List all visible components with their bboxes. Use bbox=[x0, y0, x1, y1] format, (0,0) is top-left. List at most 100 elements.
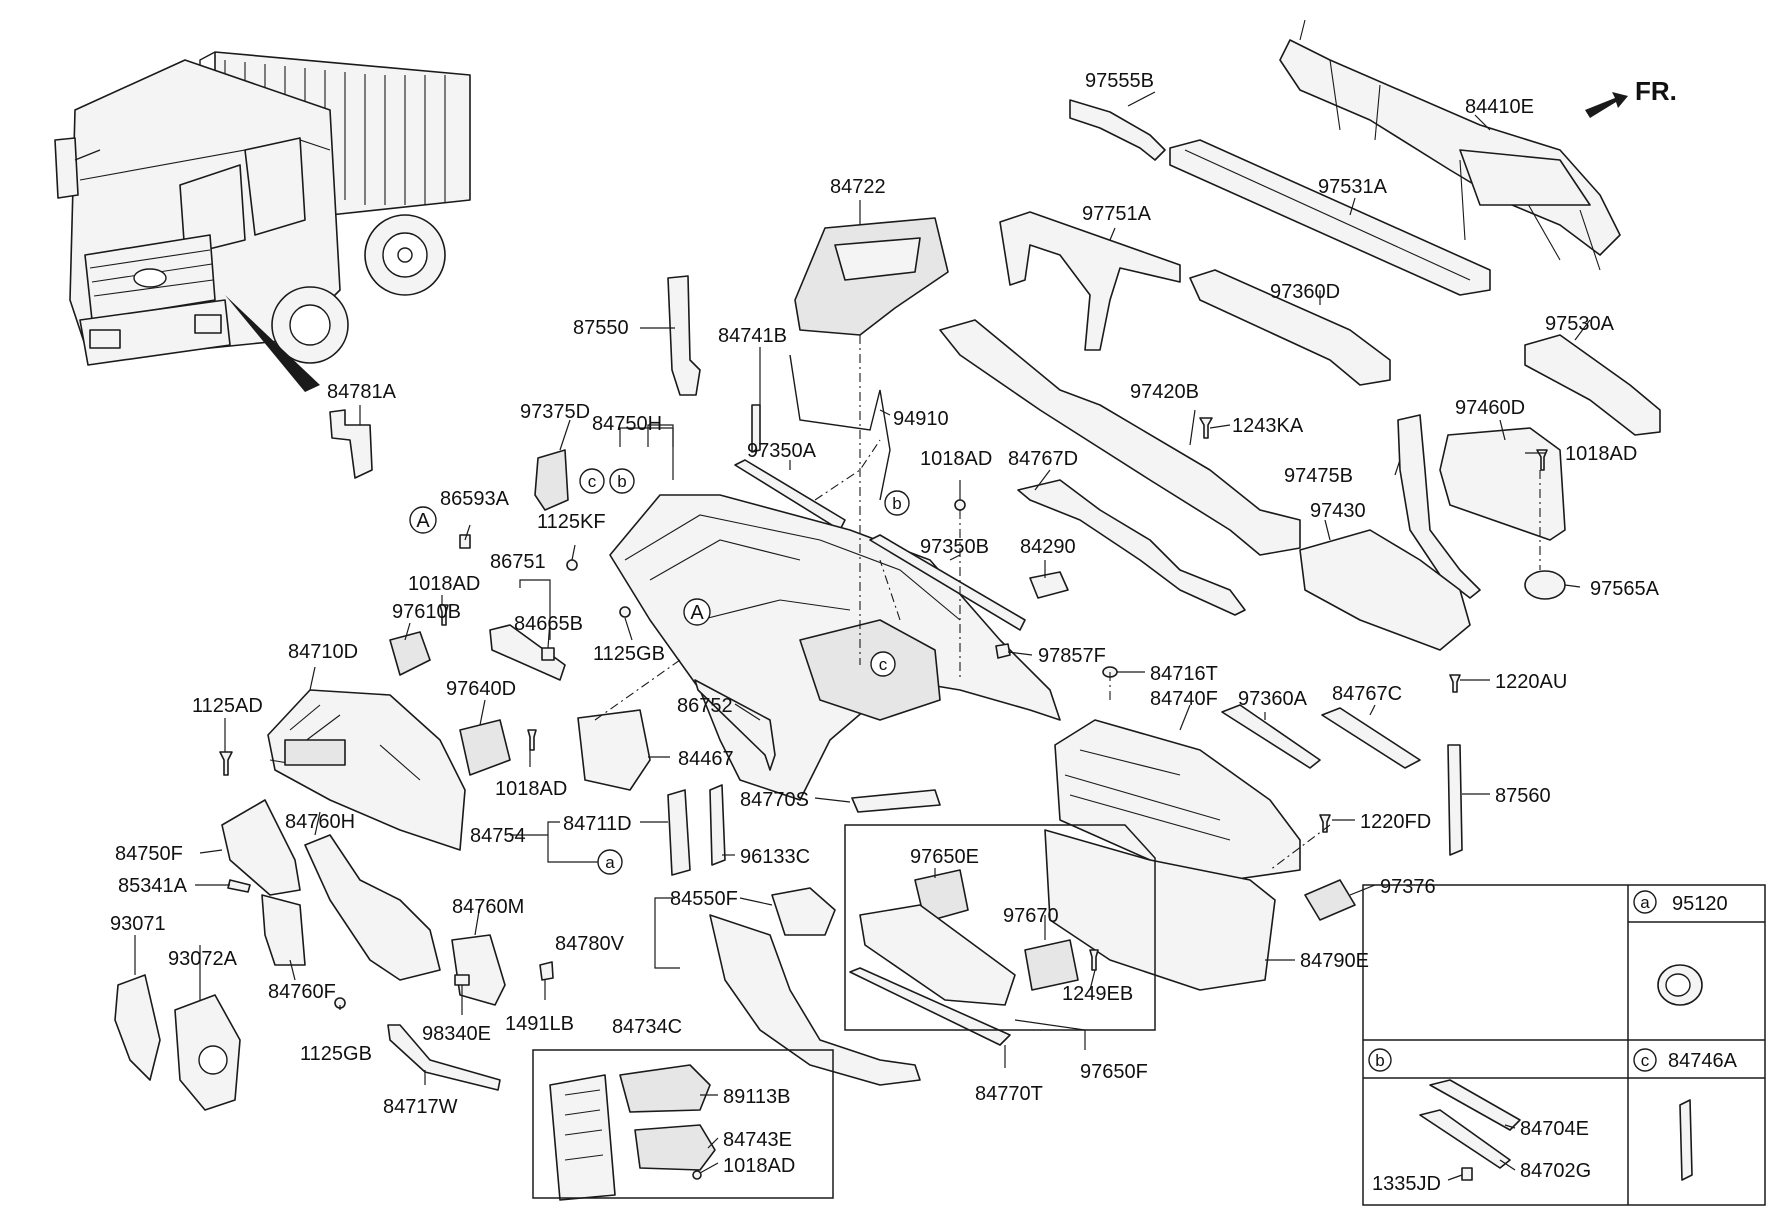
part-97640d-shape bbox=[459, 719, 511, 776]
label-97475b: 97475B bbox=[1284, 465, 1353, 487]
label-84410e: 84410E bbox=[1465, 96, 1534, 118]
part-84710d-shape bbox=[267, 689, 466, 851]
part-84790e-shape bbox=[1044, 829, 1276, 991]
label-1018ad-right: 1018AD bbox=[1565, 443, 1637, 465]
legend-b-part-84702g: 84702G bbox=[1520, 1160, 1591, 1182]
label-84710d: 84710D bbox=[288, 641, 358, 663]
label-84740f: 84740F bbox=[1150, 688, 1218, 710]
label-1220fd: 1220FD bbox=[1360, 811, 1431, 833]
label-87550: 87550 bbox=[573, 317, 629, 339]
label-97375d: 97375D bbox=[520, 401, 590, 423]
legend-b-marker: b bbox=[1375, 1051, 1384, 1070]
label-84467: 84467 bbox=[678, 748, 734, 770]
label-93071: 93071 bbox=[110, 913, 166, 935]
label-84781a: 84781A bbox=[327, 381, 397, 403]
legend-a-part-number: 95120 bbox=[1672, 893, 1728, 915]
label-84750f: 84750F bbox=[115, 843, 183, 865]
part-97350b-shape bbox=[869, 534, 1026, 631]
part-84767d-shape bbox=[1017, 479, 1246, 616]
label-1018ad-lower: 1018AD bbox=[723, 1155, 795, 1177]
label-84290: 84290 bbox=[1020, 536, 1076, 558]
label-84716t: 84716T bbox=[1150, 663, 1218, 685]
label-96133c: 96133C bbox=[740, 846, 810, 868]
label-97650f: 97650F bbox=[1080, 1061, 1148, 1083]
label-97530a: 97530A bbox=[1545, 313, 1615, 335]
part-97350a-shape bbox=[734, 459, 846, 531]
label-86751: 86751 bbox=[490, 551, 546, 573]
label-97350a: 97350A bbox=[747, 440, 817, 462]
label-84767c: 84767C bbox=[1332, 683, 1402, 705]
label-84665b: 84665B bbox=[514, 613, 583, 635]
label-97360a: 97360A bbox=[1238, 688, 1308, 710]
label-84722: 84722 bbox=[830, 176, 886, 198]
part-97531a-shape bbox=[1169, 139, 1491, 296]
part-84711d-shape bbox=[667, 789, 691, 876]
part-97375d-shape bbox=[534, 449, 569, 511]
callout-b-right: b bbox=[892, 494, 901, 513]
label-84741b: 84741B bbox=[718, 325, 787, 347]
label-86752: 86752 bbox=[677, 695, 733, 717]
label-87560: 87560 bbox=[1495, 785, 1551, 807]
group-box-97650f bbox=[844, 824, 1156, 1031]
part-84741b-shape bbox=[751, 404, 761, 453]
label-97857f: 97857F bbox=[1038, 645, 1106, 667]
group-boxes bbox=[532, 824, 1766, 1206]
label-84743e: 84743E bbox=[723, 1129, 792, 1151]
part-97475b-shape bbox=[1397, 414, 1481, 599]
label-97420b: 97420B bbox=[1130, 381, 1199, 403]
label-97565a: 97565A bbox=[1590, 578, 1660, 600]
label-89113b: 89113B bbox=[723, 1086, 790, 1108]
callout-a-lower: a bbox=[605, 853, 615, 872]
part-84770s-shape bbox=[851, 789, 941, 813]
label-84770t: 84770T bbox=[975, 1083, 1043, 1105]
part-86751-shape bbox=[489, 624, 566, 681]
label-1018ad-center: 1018AD bbox=[920, 448, 992, 470]
callout-a-upper-left: A bbox=[416, 510, 430, 532]
label-84711d: 84711D bbox=[563, 813, 632, 835]
label-1125gb-lower: 1125GB bbox=[300, 1043, 372, 1065]
label-84734c: 84734C bbox=[612, 1016, 682, 1038]
callout-circles: A A c b b c a bbox=[409, 468, 910, 875]
label-84760m: 84760M bbox=[452, 896, 524, 918]
label-97350b: 97350B bbox=[920, 536, 989, 558]
leader-lines bbox=[134, 91, 1591, 1181]
group-box-84734c bbox=[532, 1049, 834, 1199]
label-97360d: 97360D bbox=[1270, 281, 1340, 303]
part-shapes bbox=[114, 19, 1703, 1201]
part-97360d-shape bbox=[1189, 269, 1391, 386]
legend-a-marker: a bbox=[1640, 893, 1650, 912]
label-1249eb: 1249EB bbox=[1062, 983, 1133, 1005]
part-labels: 97555B 84410E 84722 97531A 97751A 97360D… bbox=[110, 70, 1660, 1177]
label-97670: 97670 bbox=[1003, 905, 1059, 927]
part-97565a-shape bbox=[1524, 570, 1566, 600]
part-97376-shape bbox=[1304, 879, 1356, 921]
part-84702g-shape bbox=[1419, 1109, 1511, 1169]
label-1220au: 1220AU bbox=[1495, 671, 1567, 693]
label-1125kf: 1125KF bbox=[537, 511, 606, 533]
label-97650e: 97650E bbox=[910, 846, 979, 868]
part-84767c-shape bbox=[1321, 707, 1421, 769]
part-84740f-shape bbox=[1054, 719, 1301, 881]
callout-b-upper: b bbox=[617, 472, 626, 491]
label-84780v: 84780V bbox=[555, 933, 625, 955]
label-97460d: 97460D bbox=[1455, 397, 1525, 419]
legend: a 95120 b c 84746A 84704E 84702G 1335JD bbox=[1368, 890, 1738, 1195]
part-84290-shape bbox=[1029, 571, 1069, 599]
label-97430: 97430 bbox=[1310, 500, 1366, 522]
callout-c-center: c bbox=[879, 655, 888, 674]
part-84467-shape bbox=[577, 709, 651, 791]
part-97430-shape bbox=[1299, 529, 1471, 651]
label-97640d: 97640D bbox=[446, 678, 516, 700]
label-84770s: 84770S bbox=[740, 789, 809, 811]
part-84760h-shape bbox=[304, 834, 441, 981]
label-1018ad-left: 1018AD bbox=[408, 573, 480, 595]
label-84717w: 84717W bbox=[383, 1096, 458, 1118]
part-97610b-shape bbox=[389, 631, 431, 676]
label-97555b: 97555B bbox=[1085, 70, 1154, 92]
label-84754: 84754 bbox=[470, 825, 526, 847]
alignment-lines bbox=[594, 335, 1541, 871]
legend-box bbox=[1362, 884, 1766, 1206]
truck-illustration bbox=[54, 51, 471, 392]
